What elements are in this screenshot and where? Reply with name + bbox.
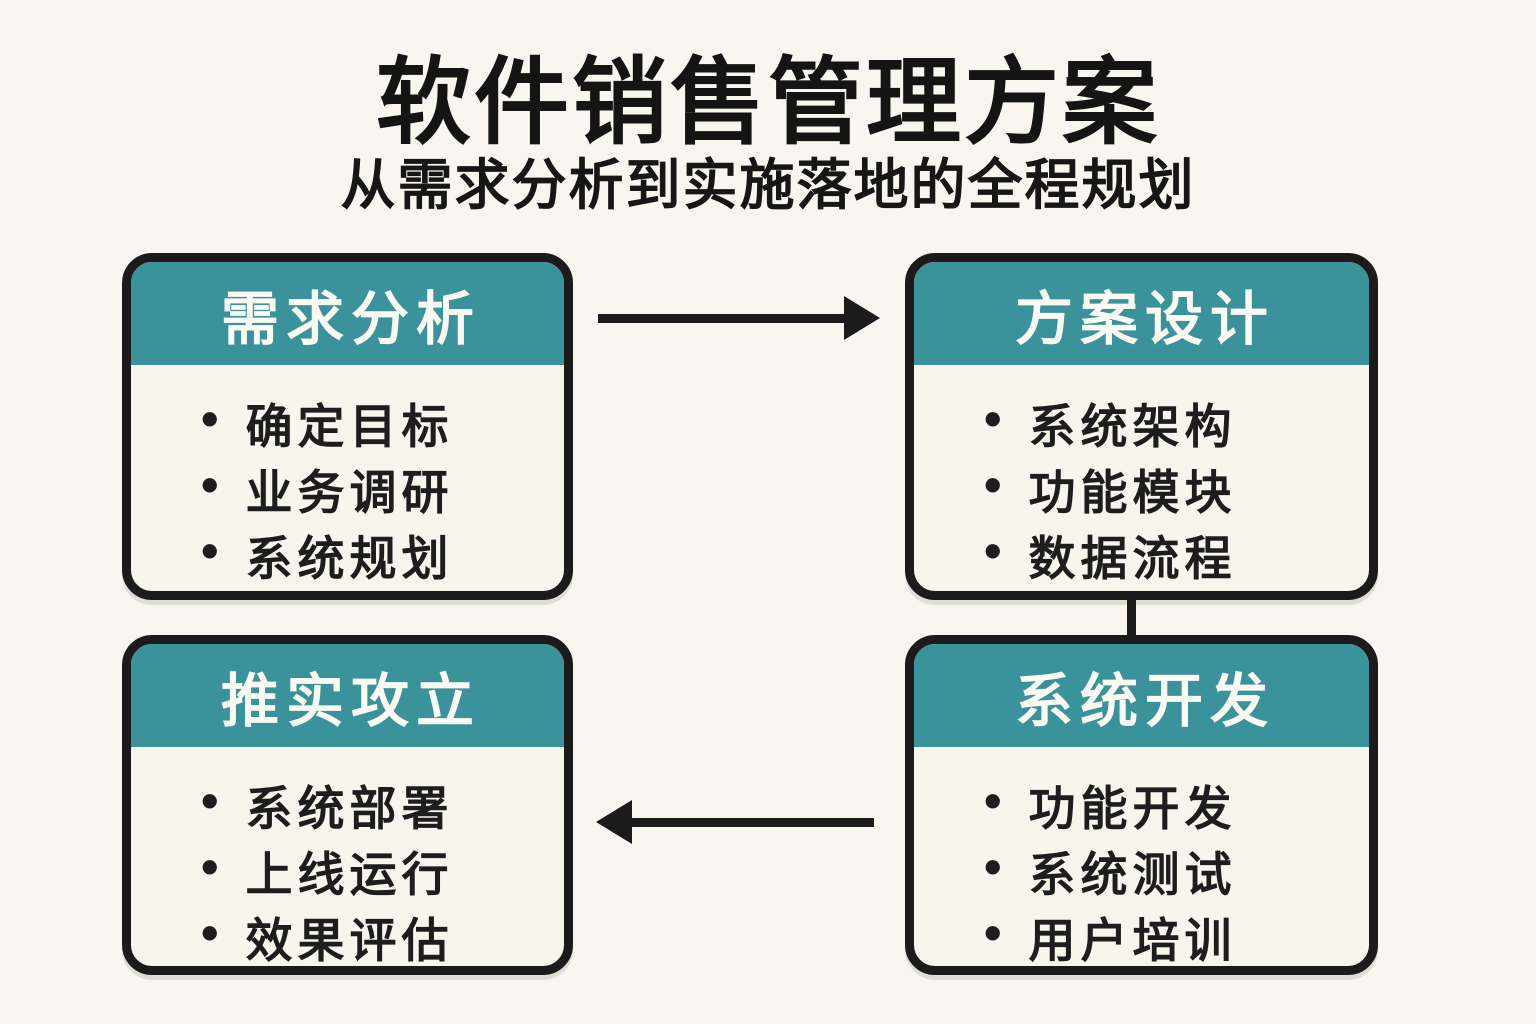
list-item-label: 系统部署	[245, 781, 454, 835]
list-item-label: 系统规划	[245, 531, 454, 585]
list-item: • 功能开发	[984, 771, 1359, 837]
bullet-icon: •	[201, 523, 224, 579]
arrow-head	[844, 296, 880, 340]
list-item-label: 功能开发	[1028, 781, 1237, 835]
card-body: • 系统架构 • 功能模块 • 数据流程	[914, 365, 1369, 587]
list-item: • 用户培训	[984, 903, 1359, 967]
list-item: • 系统部署	[201, 771, 554, 837]
bullet-icon: •	[984, 457, 1007, 513]
list-item-label: 确定目标	[245, 399, 454, 453]
page-title: 软件销售管理方案	[375, 50, 1160, 156]
bullet-icon: •	[201, 391, 224, 447]
bullet-icon: •	[201, 773, 224, 829]
card-body: • 系统部署 • 上线运行 • 效果评估	[131, 747, 564, 967]
page-subtitle: 从需求分析到实施落地的全程规划	[340, 154, 1196, 216]
card-title: 方案设计	[1014, 286, 1275, 352]
arrow-right-icon	[598, 296, 880, 340]
card-header-requirements-analysis: 需求分析	[131, 262, 564, 365]
card-header-implementation: 推实攻立	[131, 644, 564, 747]
bullet-icon: •	[984, 391, 1007, 447]
list-item: • 效果评估	[201, 903, 554, 967]
arrow-head	[596, 800, 632, 844]
card-system-development: 系统开发 • 功能开发 • 系统测试 • 用户培训	[905, 635, 1378, 975]
list-item-label: 用户培训	[1028, 913, 1237, 967]
list-item: • 系统测试	[984, 837, 1359, 903]
card-header-solution-design: 方案设计	[914, 262, 1369, 365]
list-item-label: 效果评估	[245, 913, 454, 967]
bullet-icon: •	[201, 839, 224, 895]
bullet-icon: •	[984, 523, 1007, 579]
card-title: 系统开发	[1014, 668, 1275, 734]
connector-line-down	[1127, 594, 1136, 641]
list-item: • 业务调研	[201, 455, 554, 521]
list-item: • 功能模块	[984, 455, 1359, 521]
list-item: • 确定目标	[201, 389, 554, 455]
list-item: • 系统规划	[201, 521, 554, 587]
bullet-icon: •	[201, 457, 224, 513]
list-item-label: 系统架构	[1028, 399, 1237, 453]
card-header-system-development: 系统开发	[914, 644, 1369, 747]
arrow-shaft	[598, 314, 846, 323]
list-item-label: 功能模块	[1028, 465, 1237, 519]
list-item: • 数据流程	[984, 521, 1359, 587]
card-title: 需求分析	[220, 286, 481, 352]
card-title: 推实攻立	[220, 668, 481, 734]
card-body: • 确定目标 • 业务调研 • 系统规划	[131, 365, 564, 587]
list-item: • 系统架构	[984, 389, 1359, 455]
list-item-label: 业务调研	[245, 465, 454, 519]
arrow-shaft	[630, 818, 874, 827]
bullet-icon: •	[984, 905, 1007, 961]
list-item: • 上线运行	[201, 837, 554, 903]
bullet-icon: •	[984, 839, 1007, 895]
card-solution-design: 方案设计 • 系统架构 • 功能模块 • 数据流程	[905, 253, 1378, 600]
card-implementation: 推实攻立 • 系统部署 • 上线运行 • 效果评估	[122, 635, 573, 975]
bullet-icon: •	[984, 773, 1007, 829]
card-body: • 功能开发 • 系统测试 • 用户培训	[914, 747, 1369, 967]
arrow-left-icon	[596, 800, 874, 844]
bullet-icon: •	[201, 905, 224, 961]
card-requirements-analysis: 需求分析 • 确定目标 • 业务调研 • 系统规划	[122, 253, 573, 600]
list-item-label: 上线运行	[245, 847, 454, 901]
list-item-label: 数据流程	[1028, 531, 1237, 585]
list-item-label: 系统测试	[1028, 847, 1237, 901]
